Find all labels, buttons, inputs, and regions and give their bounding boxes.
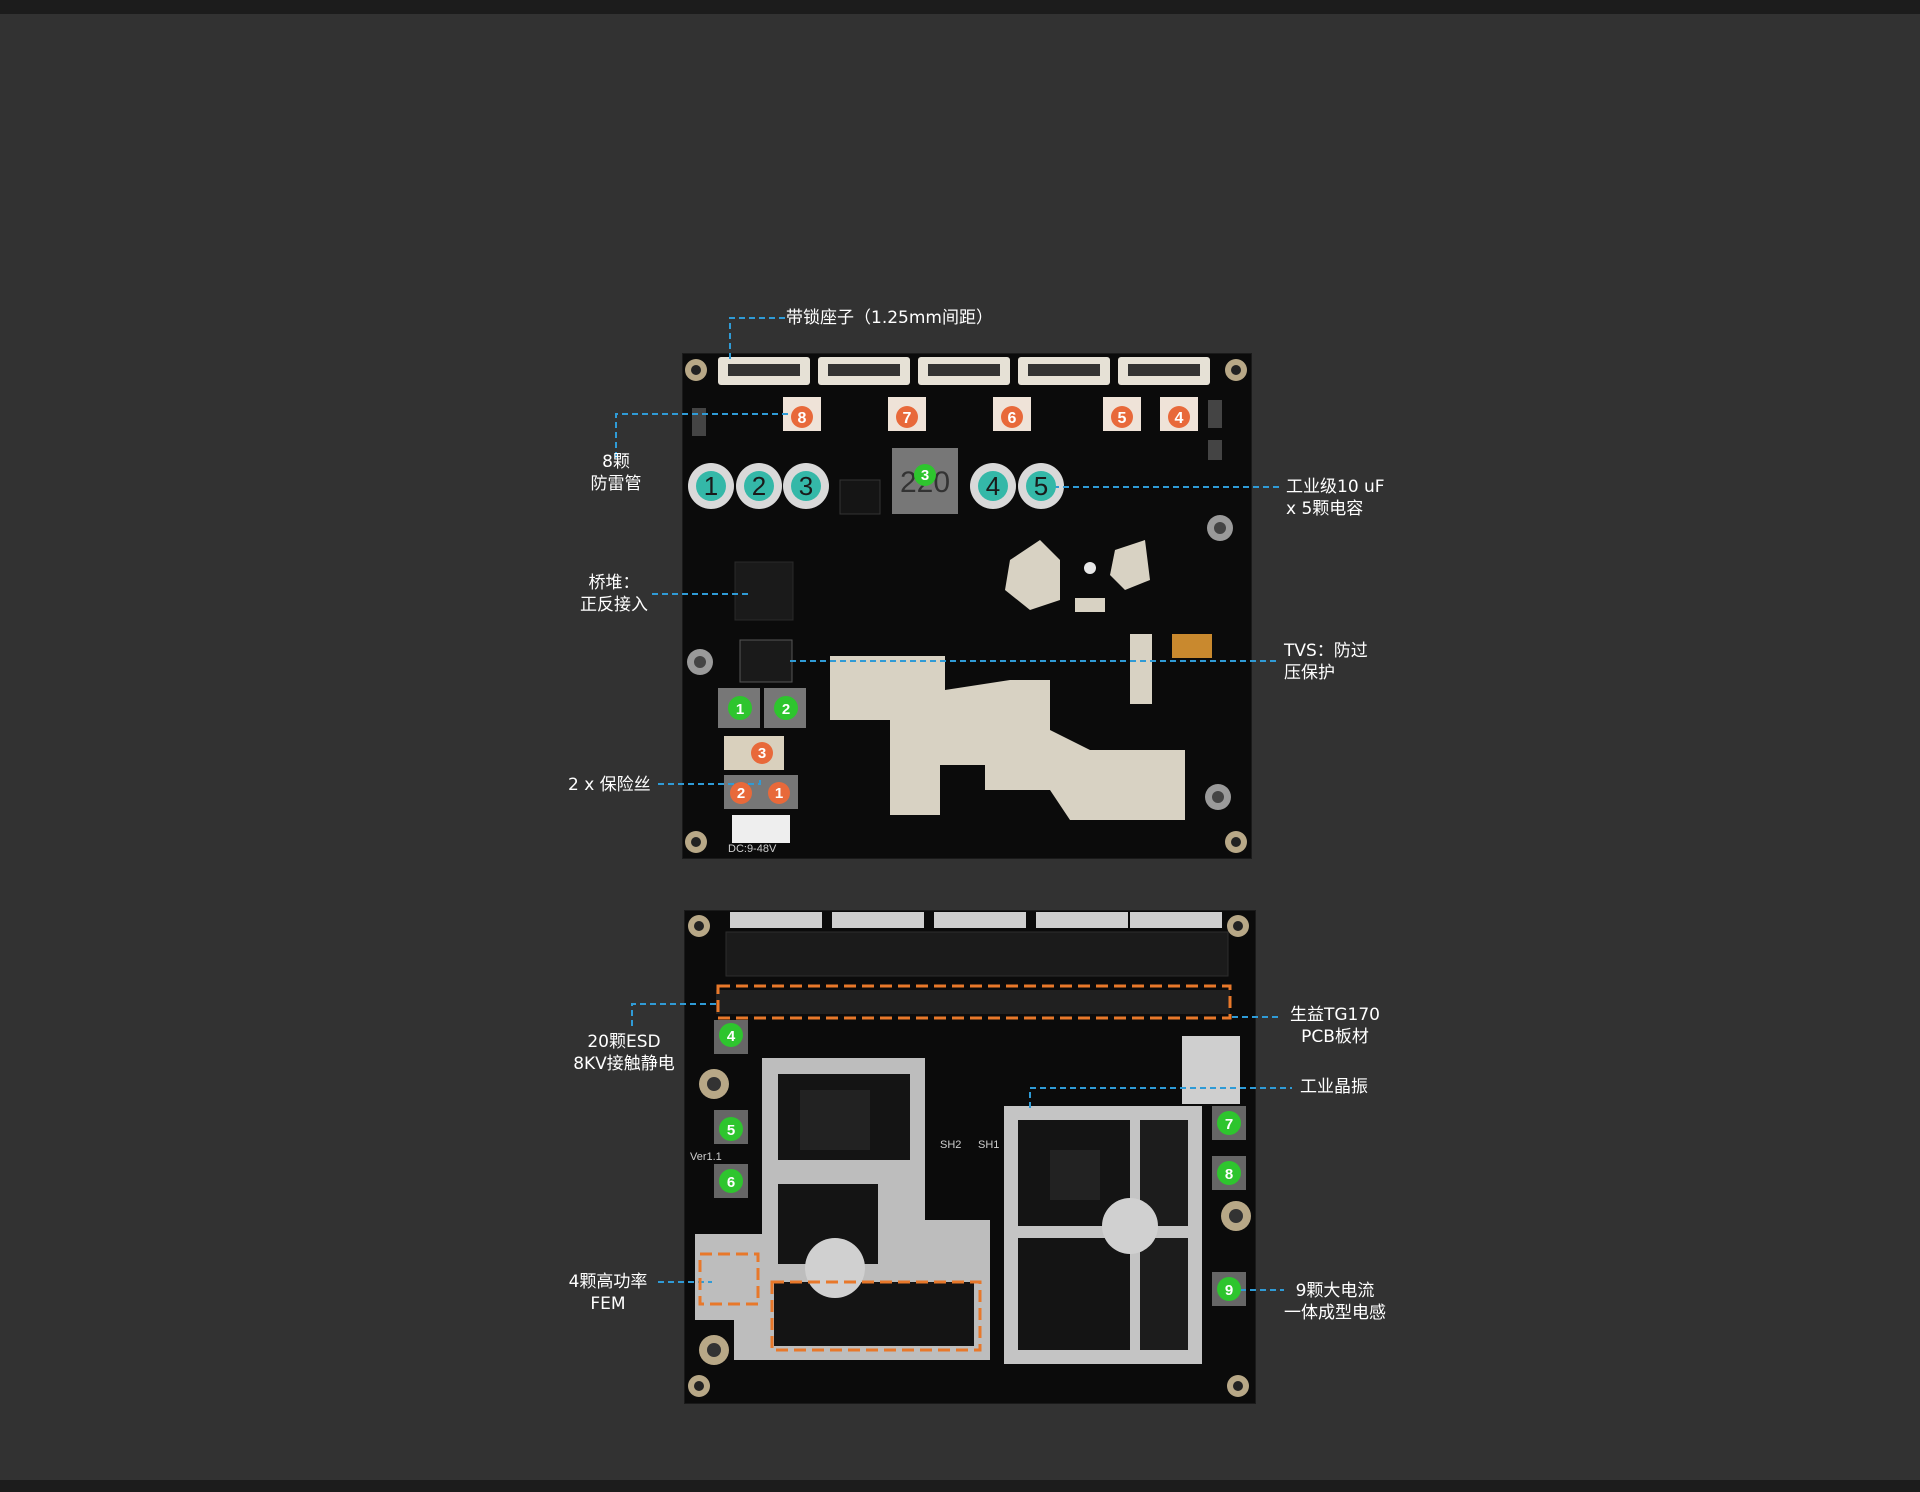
- mounting-holes-top: [685, 359, 1247, 853]
- label-bridge-line2: 正反接入: [580, 595, 648, 615]
- label-capacitor-line2: x 5颗电容: [1286, 499, 1364, 519]
- mounting-holes-bottom: [688, 915, 1251, 1397]
- label-fem: 4颗高功率 FEM: [560, 1271, 656, 1315]
- green-marker-b5: 5: [727, 1122, 735, 1139]
- label-tvs: TVS：防过 压保护: [1284, 640, 1368, 684]
- orange-fuse-1: 1: [775, 785, 783, 802]
- teal-marker-2: 2: [752, 471, 766, 501]
- label-esd-line1: 20颗ESD: [587, 1032, 661, 1052]
- copper-pour-areas: [830, 540, 1185, 820]
- ics-top: [692, 400, 1222, 843]
- esd-callout-line: [631, 1003, 720, 1026]
- orange-marker-4: 4: [1175, 410, 1184, 427]
- label-inductor-line2: 一体成型电感: [1284, 1303, 1386, 1323]
- label-surge-arrester: 8颗 防雷管: [576, 451, 656, 495]
- orange-marker-7: 7: [903, 410, 912, 427]
- silk-sh1: SH1: [978, 1139, 999, 1151]
- green-marker-power-2: 2: [782, 701, 790, 718]
- label-esd: 20颗ESD 8KV接触静电: [566, 1031, 682, 1075]
- label-crystal-text: 工业晶振: [1300, 1077, 1368, 1097]
- label-inductors: 9颗大电流 一体成型电感: [1280, 1280, 1390, 1324]
- arrester-callout-line: [615, 413, 800, 458]
- label-locking-connector: 带锁座子（1.25mm间距）: [786, 307, 993, 329]
- esd-components: [716, 990, 1230, 1014]
- label-crystal: 工业晶振: [1300, 1076, 1368, 1098]
- green-marker-b4: 4: [727, 1028, 736, 1045]
- label-capacitors: 工业级10 uF x 5颗电容: [1286, 476, 1385, 520]
- label-bridge-rectifier: 桥堆： 正反接入: [574, 572, 654, 616]
- esd-highlight-box: [716, 984, 1232, 1020]
- label-fuses: 2 x 保险丝: [568, 774, 651, 796]
- teal-marker-3: 3: [799, 471, 813, 501]
- label-pcb-material: 生益TG170 PCB板材: [1282, 1004, 1388, 1048]
- green-marker-b8: 8: [1225, 1166, 1233, 1183]
- label-fem-line1: 4颗高功率: [568, 1272, 648, 1292]
- orange-marker-6: 6: [1008, 410, 1017, 427]
- label-connector-text: 带锁座子（1.25mm间距）: [786, 308, 993, 328]
- rf-shields: [695, 1058, 1202, 1364]
- green-marker-b6: 6: [727, 1174, 735, 1191]
- fuse-callout-line: [658, 776, 761, 785]
- orange-marker-5: 5: [1118, 410, 1127, 427]
- orange-marker-8: 8: [798, 410, 807, 427]
- label-fuse-text: 2 x 保险丝: [568, 775, 651, 795]
- top-edge-bar: [0, 0, 1920, 14]
- label-tvs-line1: TVS：防过: [1284, 641, 1368, 661]
- green-marker-b7: 7: [1225, 1116, 1233, 1133]
- label-fem-line2: FEM: [590, 1294, 626, 1314]
- bottom-edge-bar: [0, 1480, 1920, 1492]
- green-marker-b9: 9: [1225, 1282, 1233, 1299]
- teal-marker-1: 1: [704, 471, 718, 501]
- orange-fuse-3: 3: [758, 745, 766, 762]
- crystal-callout-line: [1029, 1087, 1292, 1108]
- label-pcb-line1: 生益TG170: [1289, 1005, 1380, 1025]
- fem-highlight-box-2: [698, 1252, 760, 1306]
- callout-lines: [615, 317, 1292, 1291]
- label-bridge-line1: 桥堆：: [588, 573, 640, 593]
- green-marker-power-1: 1: [736, 701, 744, 718]
- green-marker-inductor-3: 3: [921, 467, 929, 484]
- label-esd-line2: 8KV接触静电: [573, 1054, 675, 1074]
- fem-highlight-box-1: [770, 1280, 982, 1352]
- label-tvs-line2: 压保护: [1284, 663, 1335, 683]
- label-arrester-line1: 8颗: [602, 452, 630, 472]
- rj45-header-pins: [725, 912, 1229, 977]
- locking-connectors: [718, 357, 1210, 385]
- label-arrester-line2: 防雷管: [590, 474, 642, 494]
- orange-fuse-2: 2: [737, 785, 745, 802]
- silk-sh2: SH2: [940, 1139, 961, 1151]
- label-pcb-line2: PCB板材: [1301, 1027, 1369, 1047]
- silk-dc: DC:9-48V: [728, 843, 777, 855]
- label-capacitor-line1: 工业级10 uF: [1286, 477, 1385, 497]
- label-inductor-line1: 9颗大电流: [1295, 1281, 1375, 1301]
- arrester-pads: [783, 397, 1198, 431]
- teal-marker-5: 5: [1034, 471, 1048, 501]
- teal-marker-4: 4: [986, 471, 1000, 501]
- silk-ver: Ver1.1: [690, 1151, 722, 1163]
- connector-callout-line: [729, 317, 785, 360]
